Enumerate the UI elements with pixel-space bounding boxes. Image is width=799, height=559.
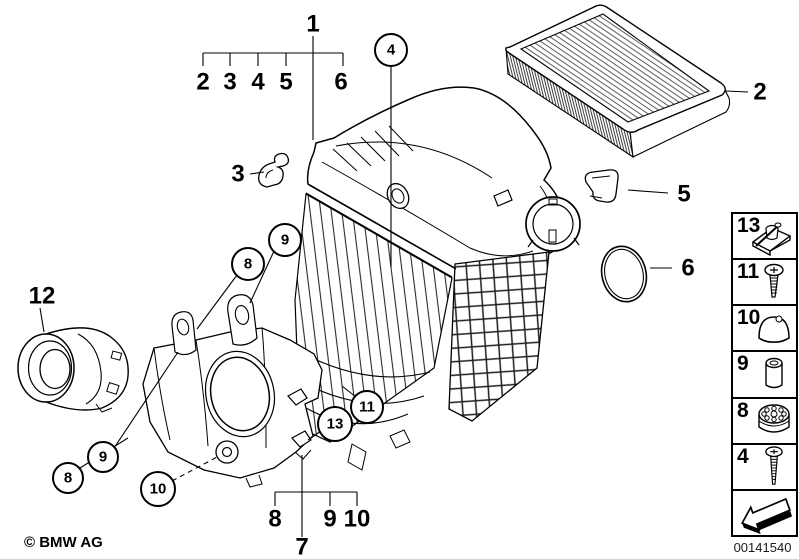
maf-sensor-port xyxy=(525,196,581,252)
rubber-mount-icon xyxy=(758,403,790,433)
leader-11 xyxy=(341,385,357,398)
callout-6[interactable]: 6 xyxy=(681,255,694,282)
leader-2 xyxy=(725,90,749,93)
top-bracket-line xyxy=(202,52,344,66)
callout-3-top[interactable]: 3 xyxy=(223,69,236,96)
rubber-buffer-icon xyxy=(758,315,790,344)
svg-text:10: 10 xyxy=(150,481,167,498)
svg-text:9: 9 xyxy=(281,232,289,249)
spacer-sleeve-icon xyxy=(765,358,783,389)
leader-3 xyxy=(249,171,265,175)
callout-5[interactable]: 5 xyxy=(677,181,690,208)
bottom-bracket-line xyxy=(274,491,358,506)
svg-text:4: 4 xyxy=(387,42,396,59)
callout-circle-11[interactable]: 11 xyxy=(350,390,384,424)
leader-13 xyxy=(307,430,322,441)
callout-numbers: 1 2 3 4 5 6 3 5 6 2 12 8 9 10 7 xyxy=(29,11,767,559)
callout-circle-10[interactable]: 10 xyxy=(140,471,176,507)
retaining-clip-5 xyxy=(584,169,619,203)
legend-item-4[interactable]: 4 xyxy=(733,442,796,489)
leader-5 xyxy=(627,189,669,194)
svg-text:8: 8 xyxy=(244,256,252,273)
callout-9-bottom[interactable]: 9 xyxy=(323,506,336,533)
callout-5-top[interactable]: 5 xyxy=(279,69,292,96)
legend-item-arrow xyxy=(733,488,796,535)
legend-item-9[interactable]: 9 xyxy=(733,350,796,396)
leader-12 xyxy=(39,307,45,333)
leader-8a xyxy=(196,274,238,330)
callout-8-bottom[interactable]: 8 xyxy=(268,506,281,533)
legend-item-number: 9 xyxy=(737,352,749,376)
legend-item-number: 4 xyxy=(737,444,749,468)
callout-12[interactable]: 12 xyxy=(29,283,56,310)
copyright-text: © BMW AG xyxy=(24,534,103,551)
air-filter-element xyxy=(505,4,731,159)
callout-circle-13[interactable]: 13 xyxy=(317,406,353,442)
callout-2[interactable]: 2 xyxy=(753,79,766,106)
callout-3[interactable]: 3 xyxy=(231,161,244,188)
callout-10-bottom[interactable]: 10 xyxy=(344,506,371,533)
hose-clamp-clip-3 xyxy=(258,152,290,188)
svg-text:9: 9 xyxy=(99,449,107,466)
direction-arrow-icon xyxy=(740,497,792,535)
legend-item-8[interactable]: 8 xyxy=(733,396,796,443)
callout-1[interactable]: 1 xyxy=(306,11,319,38)
callout-circle-9-upper[interactable]: 9 xyxy=(268,223,302,257)
legend-column: 13 11 10 xyxy=(731,212,798,537)
air-cleaner-lower-housing xyxy=(294,184,550,471)
support-bracket xyxy=(142,294,323,488)
screw-long-icon xyxy=(765,446,783,485)
callout-circle-8-upper[interactable]: 8 xyxy=(231,247,265,281)
legend-item-number: 10 xyxy=(737,306,761,330)
callout-circle-8-lower[interactable]: 8 xyxy=(52,462,84,494)
svg-text:11: 11 xyxy=(359,399,375,416)
callout-lines xyxy=(39,36,749,537)
o-ring xyxy=(600,245,648,303)
callout-6-top[interactable]: 6 xyxy=(334,69,347,96)
legend-item-11[interactable]: 11 xyxy=(733,258,796,304)
callout-circle-9-lower[interactable]: 9 xyxy=(87,441,119,473)
leader-9a xyxy=(249,250,275,304)
svg-text:8: 8 xyxy=(64,470,72,487)
clip-nut-icon xyxy=(751,222,792,257)
leader-9b xyxy=(113,351,179,449)
legend-item-10[interactable]: 10 xyxy=(733,304,796,350)
screw-icon xyxy=(764,264,784,298)
callout-circles: 4 9 8 8 9 10 1 xyxy=(52,33,408,507)
svg-text:13: 13 xyxy=(327,416,344,433)
callout-7[interactable]: 7 xyxy=(295,534,308,559)
diagram-number: 00141540 xyxy=(733,540,792,555)
callout-4-top[interactable]: 4 xyxy=(251,69,265,96)
legend-item-13[interactable]: 13 xyxy=(733,214,796,258)
callout-circle-4[interactable]: 4 xyxy=(374,33,408,67)
callout-2-top[interactable]: 2 xyxy=(196,69,209,96)
legend-item-number: 11 xyxy=(737,260,760,284)
intake-boot xyxy=(17,327,129,413)
legend-item-number: 8 xyxy=(737,398,749,422)
legend-item-number: 13 xyxy=(737,214,761,237)
